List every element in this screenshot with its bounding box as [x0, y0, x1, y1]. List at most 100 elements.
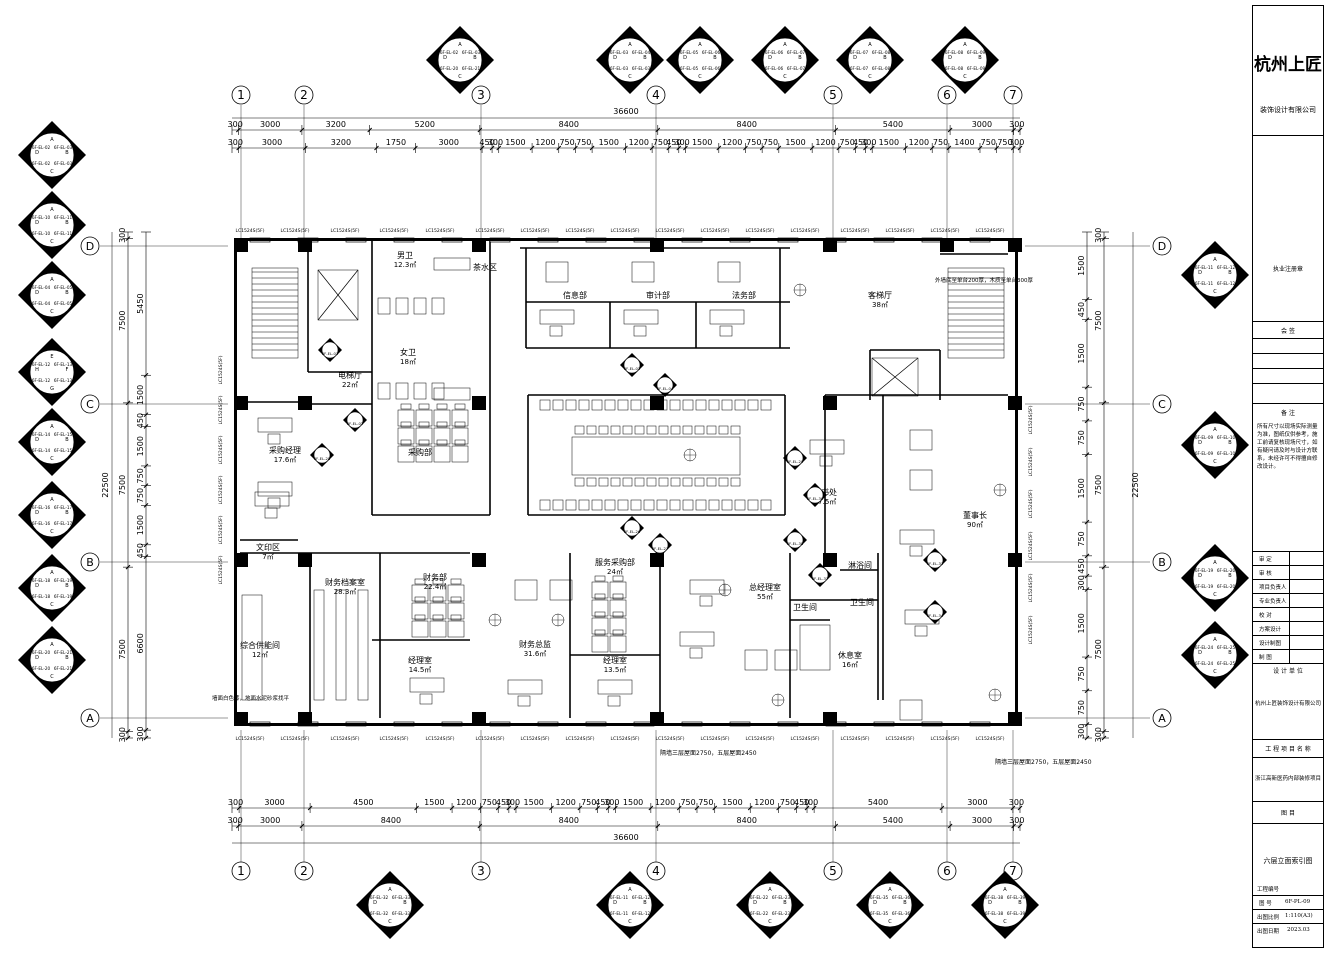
- elevation-ref: 6F-EL-08: [872, 66, 891, 71]
- elevation-ref: 6F-EL-06: [765, 66, 784, 71]
- top-minor-dim: 1200: [722, 138, 742, 147]
- window-tag: LC1524S(5F): [841, 736, 870, 742]
- left-note: 墙面白色漆，地面水泥砂浆找平: [212, 694, 290, 702]
- elevation-letter: C: [628, 74, 632, 80]
- partition-note-b: 隔墙三层屋面2750，五层屋面2450: [995, 758, 1092, 766]
- elevation-ref: 6F-EL-24: [1195, 645, 1214, 650]
- elevation-letter: D: [683, 55, 687, 61]
- top-major-dim: 3000: [972, 120, 992, 129]
- elevation-ref: 6F-EL-07: [850, 66, 869, 71]
- left-inner-dim: 300: [136, 726, 145, 741]
- axis-bubble-4: [646, 85, 666, 105]
- elevation-ref: 6F-EL-25: [1217, 661, 1236, 666]
- ext-wall-note: 外墙底至单台200厚，木质至单台300厚: [935, 276, 1033, 284]
- elevation-letter: C: [698, 74, 702, 80]
- elevation-ref: 6F-EL-18: [32, 578, 51, 583]
- signoff-role: 审 核: [1259, 571, 1272, 577]
- left-inner-dim: 6600: [136, 633, 145, 653]
- scale: 1:110(A3): [1285, 913, 1313, 919]
- room-area: 24㎡: [607, 568, 623, 576]
- elevation-ref: 6F-EL-35: [870, 911, 889, 916]
- elevation-letter: A: [768, 887, 772, 893]
- inner-elevation-marker: 6F-EL-38: [783, 528, 807, 552]
- top-minor-dim: 1400: [954, 138, 974, 147]
- left-inner-dim: 450: [136, 543, 145, 558]
- axis-label-7: 7: [1009, 88, 1017, 102]
- window-tag: LC1524S(5F): [566, 228, 595, 234]
- elevation-letter: D: [1198, 440, 1202, 446]
- elevation-letter: D: [373, 900, 377, 906]
- elevation-ref: 6F-EL-06: [702, 66, 721, 71]
- elevation-ref: 6F-EL-16: [32, 505, 51, 510]
- inner-elevation-marker: 6F-EL-34: [923, 600, 947, 624]
- top-minor-dim: 1200: [909, 138, 929, 147]
- elevation-letter: A: [1213, 257, 1217, 263]
- elevation-letter: C: [768, 919, 772, 925]
- elevation-letter: D: [753, 900, 757, 906]
- elevation-ref: 6F-EL-05: [680, 66, 699, 71]
- design-unit: 杭州上匠装饰设计有限公司: [1254, 701, 1321, 707]
- elevation-letter: C: [50, 169, 54, 175]
- elevation-ref: 6F-EL-05: [680, 50, 699, 55]
- top-minor-dim: 1500: [879, 138, 899, 147]
- bottom-major-dim: 8400: [737, 816, 757, 825]
- window-tag: LC1524S(5F): [1028, 531, 1034, 560]
- elevation-letter: C: [50, 529, 54, 535]
- bottom-minor-dim: 1200: [655, 798, 675, 807]
- room-name: 秘书处: [813, 487, 837, 497]
- elevation-letter: D: [443, 55, 447, 61]
- elevation-ref: 6F-EL-21: [54, 650, 73, 655]
- left-inner-dim: 450: [136, 413, 145, 428]
- top-minor-dim: 750: [933, 138, 948, 147]
- elevation-letter: D: [35, 437, 39, 443]
- top-minor-dim: 750: [746, 138, 761, 147]
- elevation-letter: A: [868, 42, 872, 48]
- axis-bubble-1: [231, 85, 251, 105]
- bottom-minor-dim: 5400: [868, 798, 888, 807]
- window-tag: LC1524S(5F): [1028, 615, 1034, 644]
- top-minor-dim: 450: [666, 138, 681, 147]
- room-name: 财务总监: [519, 639, 551, 649]
- window-tag: LC1524S(5F): [1028, 489, 1034, 518]
- elevation-letter: E: [50, 354, 53, 360]
- axis-label-A: A: [86, 712, 94, 725]
- inner-elevation-ref: 6F-EL-02: [347, 421, 364, 426]
- elevation-ref: 6F-EL-09: [1195, 435, 1214, 440]
- left-outer-dim: 300: [118, 727, 127, 742]
- bottom-minor-dim: 300: [803, 798, 818, 807]
- elevation-letter: D: [35, 290, 39, 296]
- room-name: 审计部: [646, 290, 670, 300]
- left-outer-dim: 300: [118, 228, 127, 243]
- top-minor-dim: 750: [559, 138, 574, 147]
- elevation-letter: C: [1213, 459, 1217, 465]
- elevation-ref: 6F-EL-33: [392, 911, 411, 916]
- company-subtitle: 装饰设计有限公司: [1260, 106, 1316, 114]
- elevation-letter: B: [65, 583, 69, 589]
- elevation-letter: C: [868, 74, 872, 80]
- room-name: 采购部: [408, 447, 432, 457]
- room-name: 信息部: [563, 290, 587, 300]
- elevation-ref: 6F-EL-12: [32, 378, 51, 383]
- elevation-letter: B: [65, 437, 69, 443]
- axis-label-6: 6: [943, 88, 951, 102]
- axis-label-5: 5: [829, 88, 837, 102]
- bottom-minor-dim: 750: [680, 798, 695, 807]
- inner-elevation-ref: 6F-EL-38: [787, 541, 804, 546]
- top-major-dim: 8400: [559, 120, 579, 129]
- elevation-letter: B: [1228, 270, 1232, 276]
- right-outer-dim: 300: [1094, 228, 1103, 243]
- elevation-ref: 6F-EL-11: [1195, 281, 1214, 286]
- window-tag: LC1524S(5F): [1028, 573, 1034, 602]
- window-tag: LC1524S(5F): [426, 228, 455, 234]
- elevation-letter: A: [1003, 887, 1007, 893]
- axis-bubble-5: [823, 861, 843, 881]
- inner-elevation-marker: 6F-EL-01: [318, 338, 342, 362]
- notes-label: 备 注: [1281, 410, 1295, 417]
- bottom-minor-dim: 1500: [623, 798, 643, 807]
- top-minor-dim: 750: [576, 138, 591, 147]
- window-tag: LC1524S(5F): [746, 228, 775, 234]
